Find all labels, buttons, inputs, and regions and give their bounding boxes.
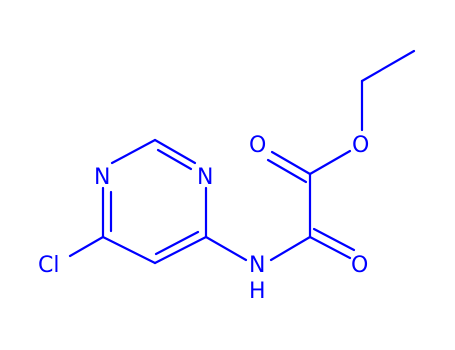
bond-nh-camide <box>269 235 312 262</box>
atom-n3: N <box>197 165 213 190</box>
bond-c2-n3 <box>153 138 197 165</box>
atom-labels: N N Cl N H O O O <box>38 133 369 304</box>
atom-o-ester: O <box>352 133 369 158</box>
bond-n1-c2 <box>110 138 157 165</box>
bond-cester-oester <box>308 149 352 176</box>
bond-camide-o-double <box>312 227 356 252</box>
pyrimidine-ring <box>101 138 208 265</box>
atom-o-carbonyl: O <box>249 133 266 158</box>
bond-c4-nh <box>204 235 248 262</box>
substituents <box>68 49 416 262</box>
bond-c2-n3-inner <box>156 148 193 171</box>
bond-c4-c5-inner <box>154 230 200 256</box>
bond-camide-o <box>308 235 352 260</box>
bond-c6-cl <box>68 235 105 258</box>
atom-cl: Cl <box>38 253 59 278</box>
atom-nh-nitrogen: N <box>249 253 265 278</box>
atom-n1: N <box>94 165 110 190</box>
bond-cester-o-double-a <box>270 150 312 176</box>
atom-o-amide: O <box>351 253 368 278</box>
bond-cester-o-double-b <box>266 158 308 184</box>
bond-c4-c5 <box>153 235 208 265</box>
atom-nh-hydrogen: H <box>249 279 266 304</box>
bond-ch2-ch3 <box>360 49 416 83</box>
bond-c5-c6 <box>101 235 157 265</box>
